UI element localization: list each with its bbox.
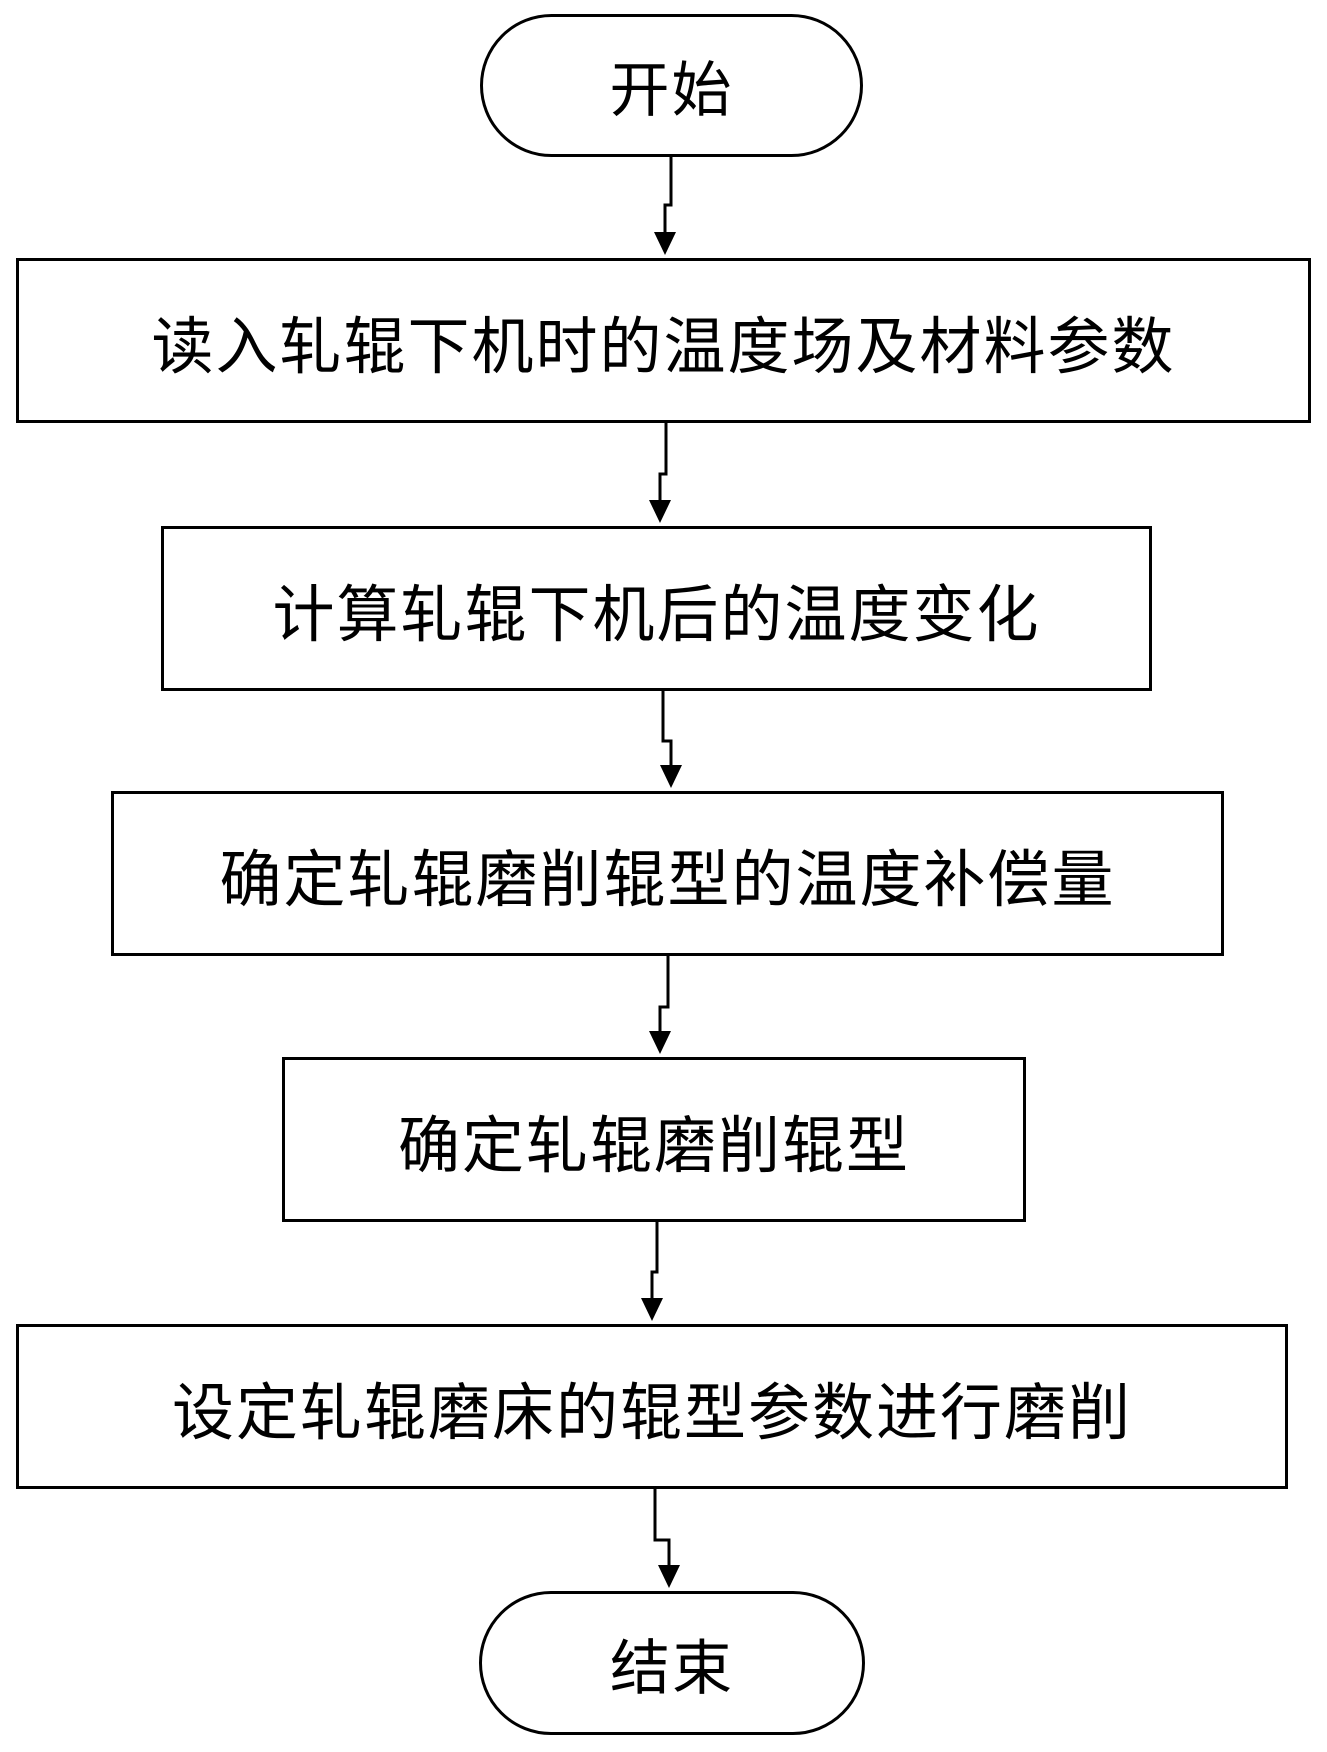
start-terminal: 开始 (480, 14, 863, 157)
process-step-3: 确定轧辊磨削辊型的温度补偿量 (111, 791, 1224, 956)
process-step-4-label: 确定轧辊磨削辊型 (397, 1108, 910, 1182)
process-step-3-label: 确定轧辊磨削辊型的温度补偿量 (219, 842, 1116, 916)
end-label: 结束 (610, 1633, 734, 1704)
process-step-4: 确定轧辊磨削辊型 (282, 1057, 1026, 1222)
arrow-start-to-step1 (654, 157, 676, 255)
end-terminal: 结束 (479, 1591, 865, 1735)
process-step-5: 设定轧辊磨床的辊型参数进行磨削 (16, 1324, 1288, 1489)
process-step-1: 读入轧辊下机时的温度场及材料参数 (16, 258, 1311, 423)
start-label: 开始 (609, 56, 734, 126)
arrow-step1-to-step2 (649, 423, 671, 523)
arrow-step4-to-step5 (641, 1222, 663, 1321)
process-step-5-label: 设定轧辊磨床的辊型参数进行磨削 (171, 1375, 1132, 1449)
process-step-1-label: 读入轧辊下机时的温度场及材料参数 (151, 309, 1176, 383)
process-step-2-label: 计算轧辊下机后的温度变化 (272, 577, 1041, 651)
arrow-step5-to-end (653, 1489, 680, 1588)
process-step-2: 计算轧辊下机后的温度变化 (161, 526, 1152, 691)
arrow-step2-to-step3 (660, 691, 682, 788)
arrow-step3-to-step4 (649, 956, 671, 1054)
